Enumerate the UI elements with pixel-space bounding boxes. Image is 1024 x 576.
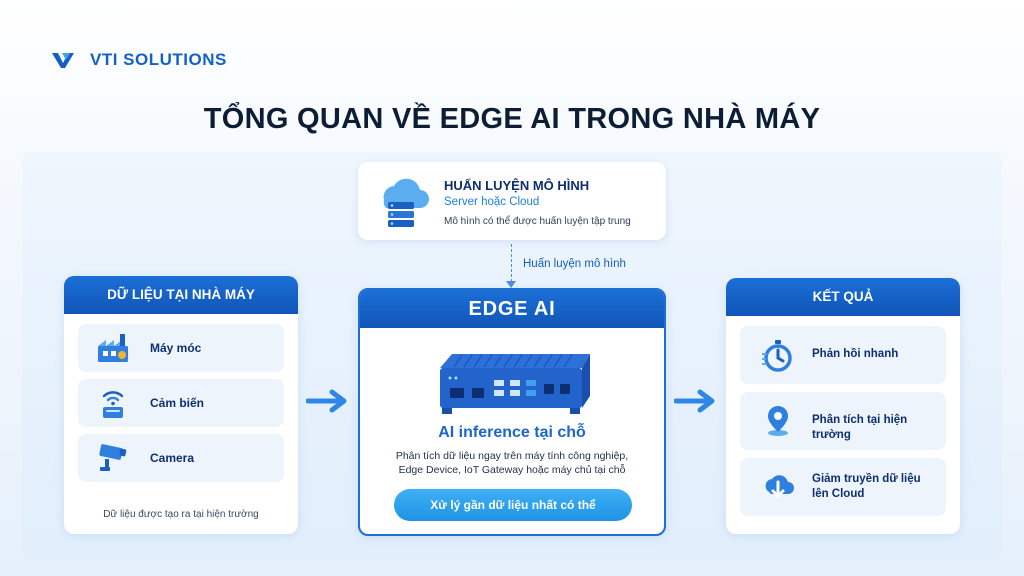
list-item-reduce-cloud-transfer: Giảm truyền dữ liệu lên Cloud bbox=[740, 458, 946, 516]
stopwatch-icon bbox=[762, 340, 792, 372]
page-title: TỔNG QUAN VỀ EDGE AI TRONG NHÀ MÁY bbox=[203, 103, 821, 135]
training-arrow-head bbox=[506, 281, 516, 288]
edge-device-icon bbox=[440, 354, 590, 414]
vti-logo-icon bbox=[52, 53, 74, 68]
training-description: Mô hình có thể được huấn luyện tập trung bbox=[444, 216, 631, 227]
camera-label: Camera bbox=[150, 451, 195, 465]
results-panel: KẾT QUẢ Phản hồi nhanh Phân tích tại hiệ… bbox=[726, 278, 960, 534]
inference-title: AI inference tại chỗ bbox=[438, 424, 586, 441]
fast-response-label: Phản hồi nhanh bbox=[812, 348, 899, 360]
factory-data-panel: DỮ LIỆU TẠI NHÀ MÁY Máy móc Cảm biến bbox=[64, 276, 298, 534]
cloud-server-icon bbox=[383, 178, 429, 227]
inference-description-line2: Edge Device, IoT Gateway hoặc máy chủ tạ… bbox=[398, 464, 626, 476]
list-item-camera: Camera bbox=[78, 434, 284, 482]
camera-icon bbox=[99, 444, 127, 471]
machines-label: Máy móc bbox=[150, 341, 202, 355]
factory-data-header: DỮ LIỆU TẠI NHÀ MÁY bbox=[64, 276, 298, 314]
arrow-right-icon bbox=[674, 389, 715, 413]
reduce-cloud-transfer-line2: lên Cloud bbox=[812, 488, 865, 500]
cloud-download-icon bbox=[765, 475, 794, 498]
list-item-sensors: Cảm biến bbox=[78, 379, 284, 427]
reduce-cloud-transfer-line1: Giảm truyền dữ liệu bbox=[812, 473, 921, 485]
reduce-cloud-transfer-label: Giảm truyền dữ liệu lên Cloud bbox=[812, 472, 921, 502]
factory-data-note: Dữ liệu được tạo ra tại hiện trường bbox=[103, 509, 259, 520]
inference-description: Phân tích dữ liệu ngay trên máy tính côn… bbox=[360, 449, 664, 477]
location-pin-icon bbox=[768, 406, 788, 436]
factory-icon bbox=[98, 334, 128, 362]
edge-ai-header: EDGE AI bbox=[360, 290, 664, 328]
list-item-on-site-analysis: Phân tích tại hiện trường bbox=[740, 392, 946, 450]
inference-description-line1: Phân tích dữ liệu ngay trên máy tính côn… bbox=[395, 450, 629, 462]
list-item-fast-response: Phản hồi nhanh bbox=[740, 326, 946, 384]
training-title: HUẤN LUYỆN MÔ HÌNH bbox=[444, 178, 590, 193]
edge-ai-panel: EDGE AI AI inference tại chỗ Phân tích d… bbox=[358, 288, 666, 536]
brand-name: VTI SOLUTIONS bbox=[90, 50, 227, 69]
list-item-machines: Máy móc bbox=[78, 324, 284, 372]
on-site-analysis-label: Phân tích tại hiện trường bbox=[812, 414, 908, 441]
model-training-card: HUẤN LUYỆN MÔ HÌNH Server hoặc Cloud Mô … bbox=[358, 162, 666, 240]
process-near-data-button[interactable]: Xử lý gần dữ liệu nhất có thể bbox=[394, 489, 632, 521]
vti-logo: VTI SOLUTIONS bbox=[52, 50, 227, 70]
training-dashed-connector bbox=[511, 244, 512, 282]
training-arrow-label: Huấn luyện mô hình bbox=[523, 258, 626, 270]
results-header: KẾT QUẢ bbox=[726, 278, 960, 316]
sensors-label: Cảm biến bbox=[150, 396, 205, 410]
sensor-icon bbox=[102, 391, 124, 418]
training-subtitle: Server hoặc Cloud bbox=[444, 196, 540, 208]
arrow-right-icon bbox=[306, 389, 347, 413]
